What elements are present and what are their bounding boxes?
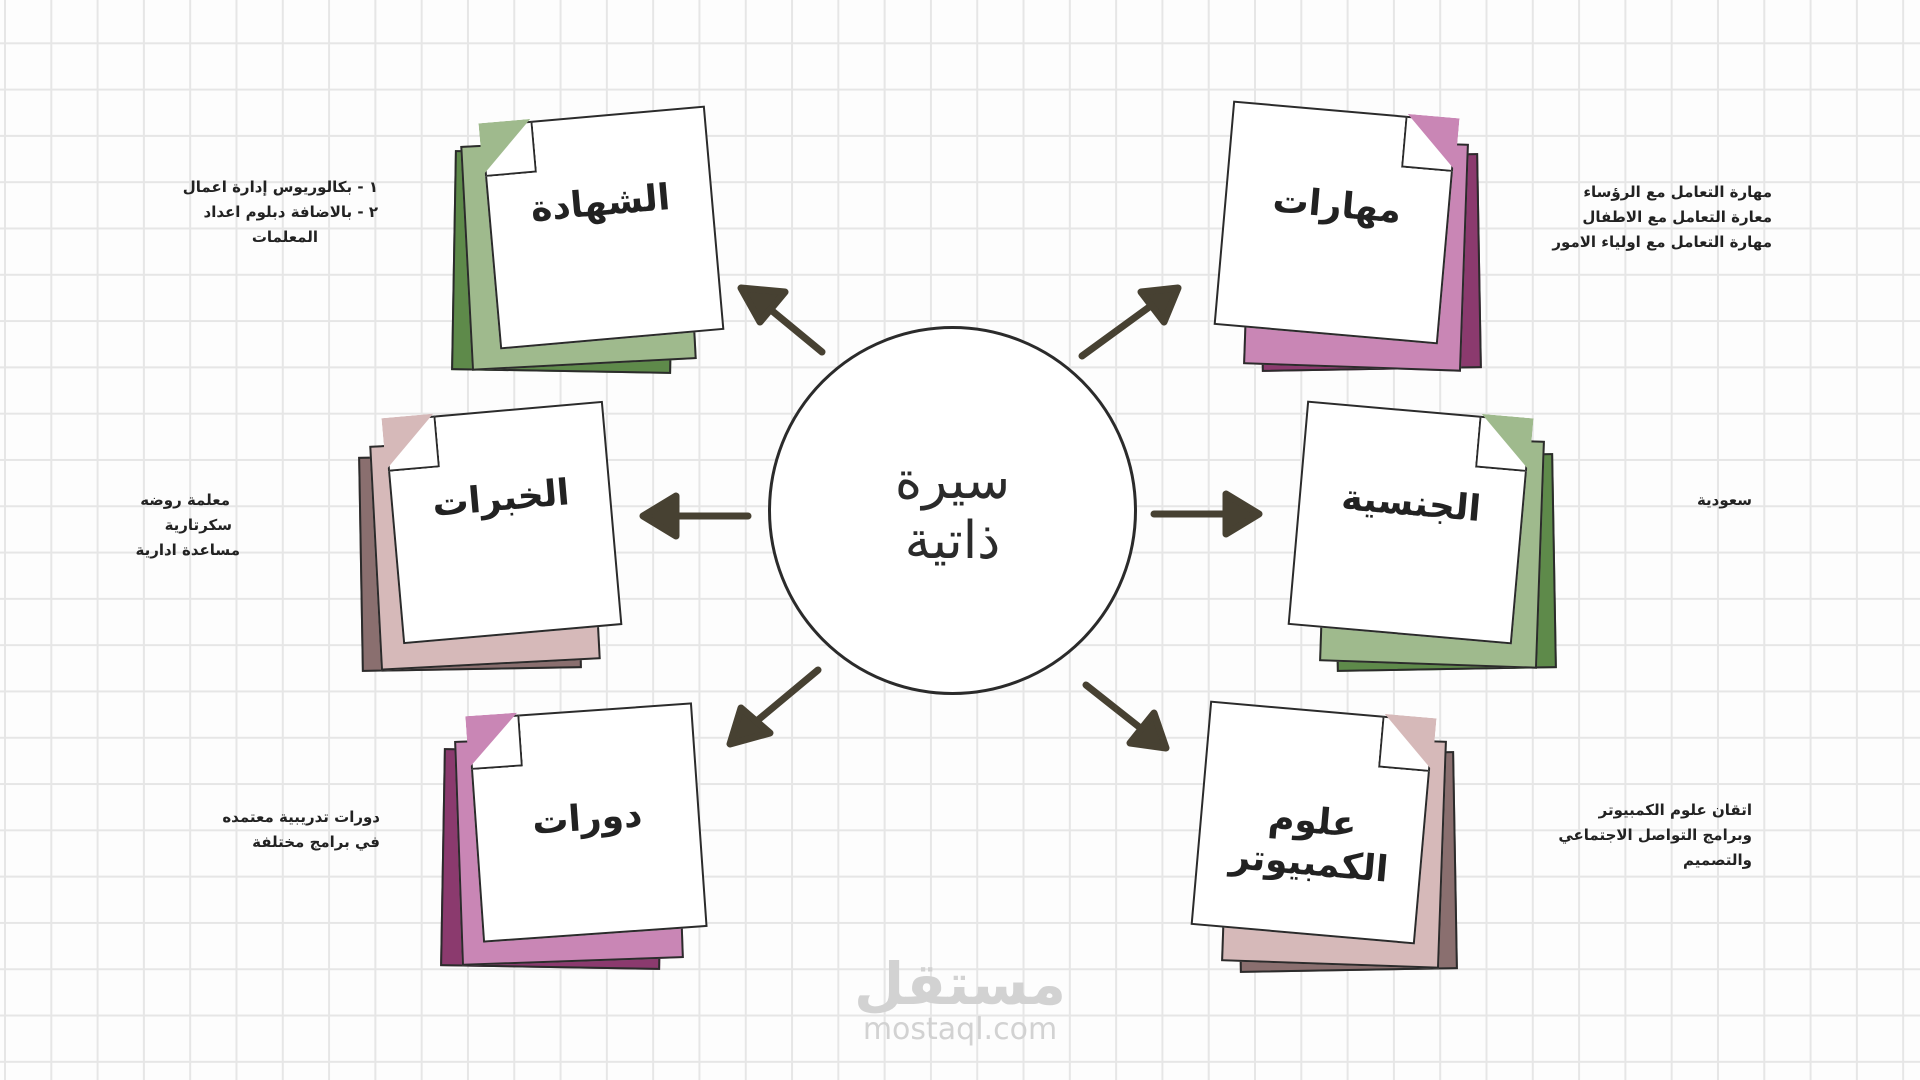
desc-line: ١ - بكالوريوس إدارة اعمال (182, 178, 378, 196)
center-title-line1: سيرة (894, 450, 1011, 511)
computer-paper: علوم الكمبيوتر (1190, 700, 1435, 945)
courses-paper: دورات (467, 702, 708, 943)
experience-description: معلمة روضه سكرتارية مساعدة ادارية (135, 488, 240, 563)
watermark-arabic: مستقل (853, 950, 1067, 1018)
courses-description: دورات تدريبية معتمده في برامج مختلفة (222, 805, 380, 855)
desc-line: سكرتارية (164, 516, 232, 534)
arrow-to-courses (748, 666, 822, 729)
skills-description: مهارة التعامل مع الرؤساء معارة التعامل م… (1552, 180, 1772, 255)
desc-line: اتقان علوم الكمبيوتر (1598, 801, 1752, 819)
desc-line: مهارة التعامل مع اولياء الامور (1552, 233, 1772, 251)
nationality-title: الجنسية (1339, 477, 1483, 531)
computer-card: علوم الكمبيوتر (1180, 695, 1480, 985)
certificate-paper: الشهادة (481, 105, 725, 350)
nationality-description: سعودية (1697, 488, 1752, 513)
arrow-to-skills (1078, 301, 1156, 360)
center-circle: سيرة ذاتية (768, 326, 1137, 695)
watermark-latin: mostaql.com (862, 1012, 1058, 1047)
desc-line: والتصميم (1683, 851, 1752, 869)
desc-line: معلمة روضه (140, 491, 230, 509)
center-title-line2: ذاتية (904, 510, 1001, 571)
certificate-description: ١ - بكالوريوس إدارة اعمال ٢ - بالاضافة د… (183, 175, 378, 250)
skills-paper: مهارات (1213, 100, 1458, 345)
arrow-to-computer (1082, 681, 1147, 734)
skills-card: مهارات (1205, 95, 1505, 385)
certificate-card: الشهادة (450, 100, 730, 380)
experience-paper: الخبرات (384, 400, 623, 645)
nationality-paper: الجنسية (1287, 400, 1532, 645)
desc-line: مساعدة ادارية (135, 541, 240, 559)
desc-line: معارة التعامل مع الاطفال (1582, 208, 1772, 226)
desc-line: سعودية (1696, 491, 1752, 509)
computer-description: اتقان علوم الكمبيوتر وبرامج التواصل الاج… (1558, 798, 1752, 873)
desc-line: في برامج مختلفة (252, 833, 380, 851)
experience-card: الخبرات (355, 395, 635, 675)
watermark-logo: مستقل mostaql.com (845, 955, 1075, 1047)
desc-line: وبرامج التواصل الاجتماعي (1558, 826, 1752, 844)
certificate-title: الشهادة (529, 177, 672, 231)
courses-card: دورات (440, 695, 720, 975)
desc-line: مهارة التعامل مع الرؤساء (1583, 183, 1772, 201)
skills-title: مهارات (1271, 179, 1403, 232)
desc-line: المعلمات (251, 228, 318, 246)
desc-line: دورات تدريبية معتمده (222, 808, 380, 826)
experience-title: الخبرات (430, 472, 572, 526)
desc-line: ٢ - بالاضافة دبلوم اعداد (203, 203, 379, 221)
arrow-to-certificate (761, 301, 826, 356)
nationality-card: الجنسية (1275, 395, 1575, 685)
courses-title: دورات (530, 794, 644, 843)
